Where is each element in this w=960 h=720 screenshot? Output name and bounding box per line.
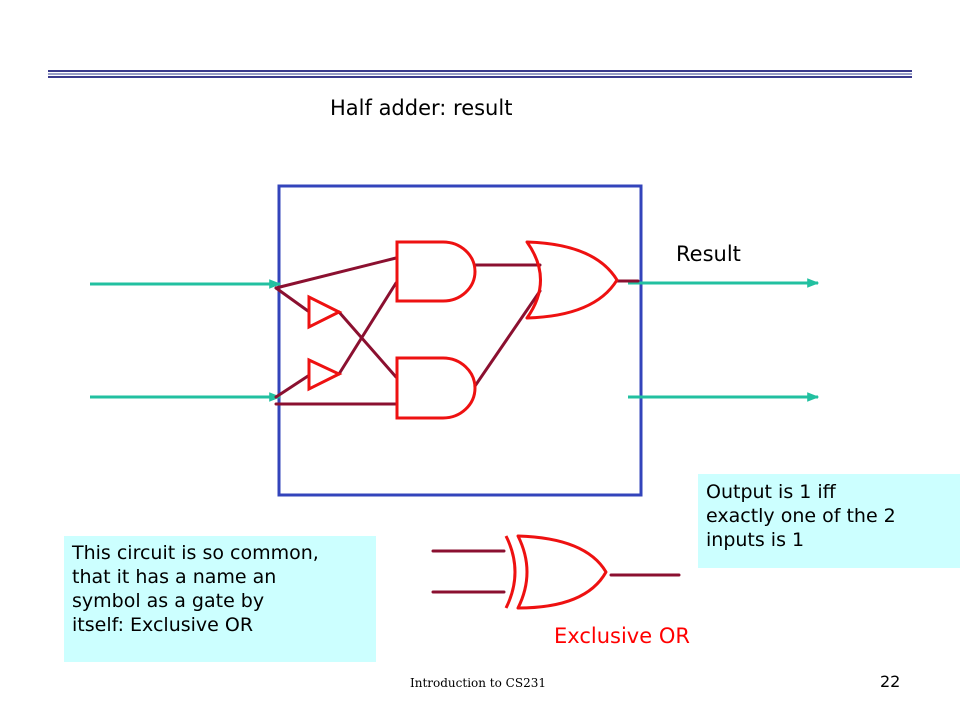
wire-and2-to-or <box>473 289 542 388</box>
note-exclusive-or-explanation: This circuit is so common, that it has a… <box>64 536 376 662</box>
title-rule <box>48 70 912 78</box>
wire-b-to-not2 <box>274 374 310 399</box>
not-gate-bottom <box>307 357 343 392</box>
wire-a-to-and1 <box>274 256 398 290</box>
footer-course: Introduction to CS231 <box>410 676 546 690</box>
and-gate-upper <box>395 240 477 303</box>
wire-a-to-not1 <box>274 286 310 313</box>
or-gate <box>525 240 619 320</box>
wire-not1-to-and2 <box>337 310 398 379</box>
wire-not2-to-and1 <box>337 281 398 376</box>
xor-input-curve <box>504 535 517 609</box>
not-gate-top <box>307 294 343 330</box>
slide-title: Half adder: result <box>330 96 513 120</box>
xor-gate-body <box>516 534 608 610</box>
and-gate-lower <box>395 356 477 420</box>
xor-caption: Exclusive OR <box>554 624 690 648</box>
circuit-box <box>277 184 643 497</box>
result-label: Result <box>676 242 741 266</box>
page-number: 22 <box>880 672 901 691</box>
note-output-explanation: Output is 1 iff exactly one of the 2 inp… <box>698 474 960 568</box>
